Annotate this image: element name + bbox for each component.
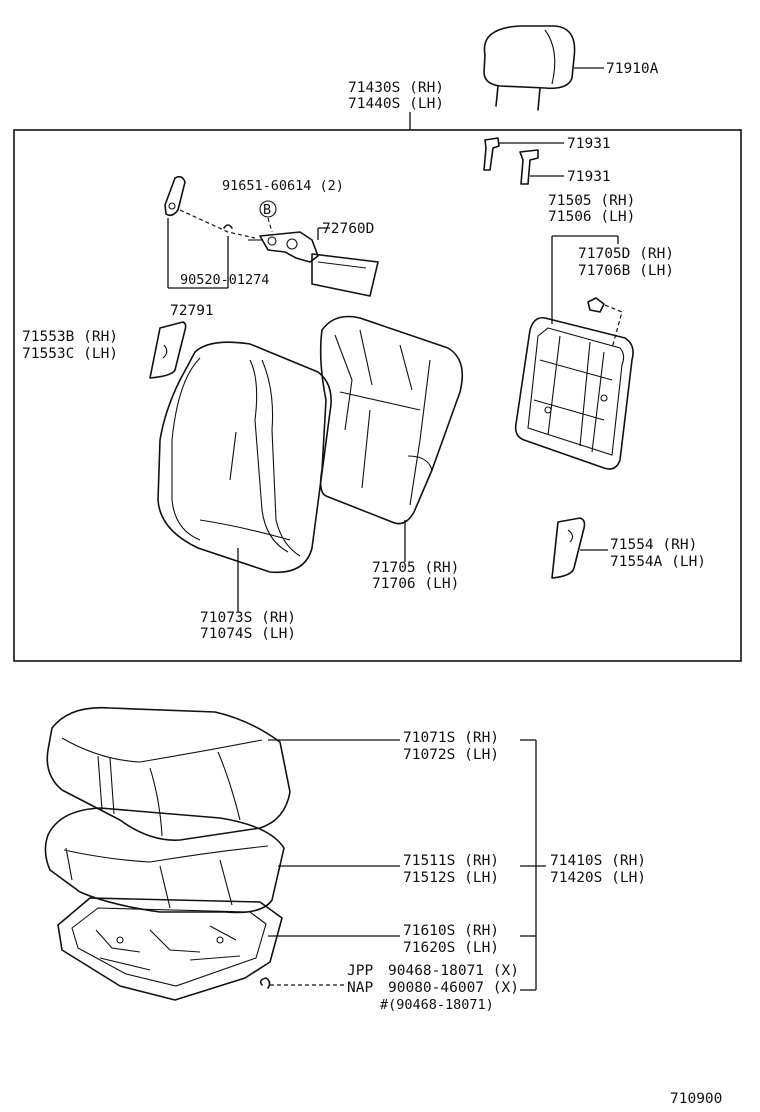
label-cover-l-rh: 71553B (RH) xyxy=(22,329,118,345)
marker-b-circle xyxy=(259,200,277,218)
label-spring-lh: 71506 (LH) xyxy=(548,209,635,225)
label-cushion-pad-lh: 71512S (LH) xyxy=(403,870,499,886)
label-nap-tag: NAP xyxy=(347,980,373,996)
label-headrest: 71910A xyxy=(606,61,659,77)
label-cushion-cover-lh: 71072S (LH) xyxy=(403,747,499,763)
cover-right[interactable] xyxy=(551,517,586,579)
seatback-assembly-frame xyxy=(13,129,742,662)
label-frame-rh: 71705D (RH) xyxy=(578,246,674,262)
label-cushion-assy-lh: 71420S (LH) xyxy=(550,870,646,886)
label-cover-l-lh: 71553C (LH) xyxy=(22,346,118,362)
seatback-cover[interactable] xyxy=(157,341,332,574)
label-back-cover-lh: 71074S (LH) xyxy=(200,626,296,642)
label-lever: 72791 xyxy=(170,303,214,319)
label-jpp-part: 90468-18071 (X) xyxy=(388,963,519,979)
label-jpp-tag: JPP xyxy=(347,963,373,979)
label-cushion-cover-rh: 71071S (RH) xyxy=(403,730,499,746)
recliner-lever[interactable] xyxy=(164,175,186,217)
seatback-pad[interactable] xyxy=(319,315,464,525)
label-hinge-bolt: 91651-60614 (2) xyxy=(222,178,344,194)
label-marker-b: B xyxy=(263,202,271,218)
label-cushion-frame-rh: 71610S (RH) xyxy=(403,923,499,939)
label-spring-rh: 71505 (RH) xyxy=(548,193,635,209)
label-back-cover-rh: 71073S (RH) xyxy=(200,610,296,626)
label-cushion-assy-rh: 71410S (RH) xyxy=(550,853,646,869)
label-cover-r-rh: 71554 (RH) xyxy=(610,537,697,553)
frame-clip[interactable] xyxy=(587,297,605,313)
seatback-frame[interactable] xyxy=(514,316,634,470)
label-nap-part: 90080-46007 (X) xyxy=(388,980,519,996)
pin-90520[interactable] xyxy=(223,224,233,229)
label-frame-lh: 71706B (LH) xyxy=(578,263,674,279)
label-cushion-pad-rh: 71511S (RH) xyxy=(403,853,499,869)
label-back-assy-rh: 71430S (RH) xyxy=(348,80,444,96)
label-cover-r-lh: 71554A (LH) xyxy=(610,554,706,570)
diagram-number: 710900 xyxy=(670,1091,722,1107)
hog-ring-clip[interactable] xyxy=(259,977,271,989)
cushion-pad[interactable] xyxy=(44,807,285,914)
label-pad-rh: 71705 (RH) xyxy=(372,560,459,576)
label-cushion-frame-lh: 71620S (LH) xyxy=(403,940,499,956)
cushion-frame[interactable] xyxy=(57,897,283,1001)
lock-mechanism[interactable] xyxy=(248,231,379,297)
headrest-guide-upper[interactable] xyxy=(483,137,500,171)
label-pad-lh: 71706 (LH) xyxy=(372,576,459,592)
headrest-guide-lower[interactable] xyxy=(519,149,539,185)
cover-left[interactable] xyxy=(149,321,187,379)
cushion-cover[interactable] xyxy=(46,706,291,841)
label-guide-2: 71931 xyxy=(567,169,611,185)
label-alt-part: #(90468-18071) xyxy=(380,997,494,1013)
label-back-assy-lh: 71440S (LH) xyxy=(348,96,444,112)
label-guide-1: 71931 xyxy=(567,136,611,152)
label-lock-part: 72760D xyxy=(322,221,374,237)
label-pin: 90520-01274 xyxy=(180,272,269,288)
headrest[interactable] xyxy=(483,25,576,111)
